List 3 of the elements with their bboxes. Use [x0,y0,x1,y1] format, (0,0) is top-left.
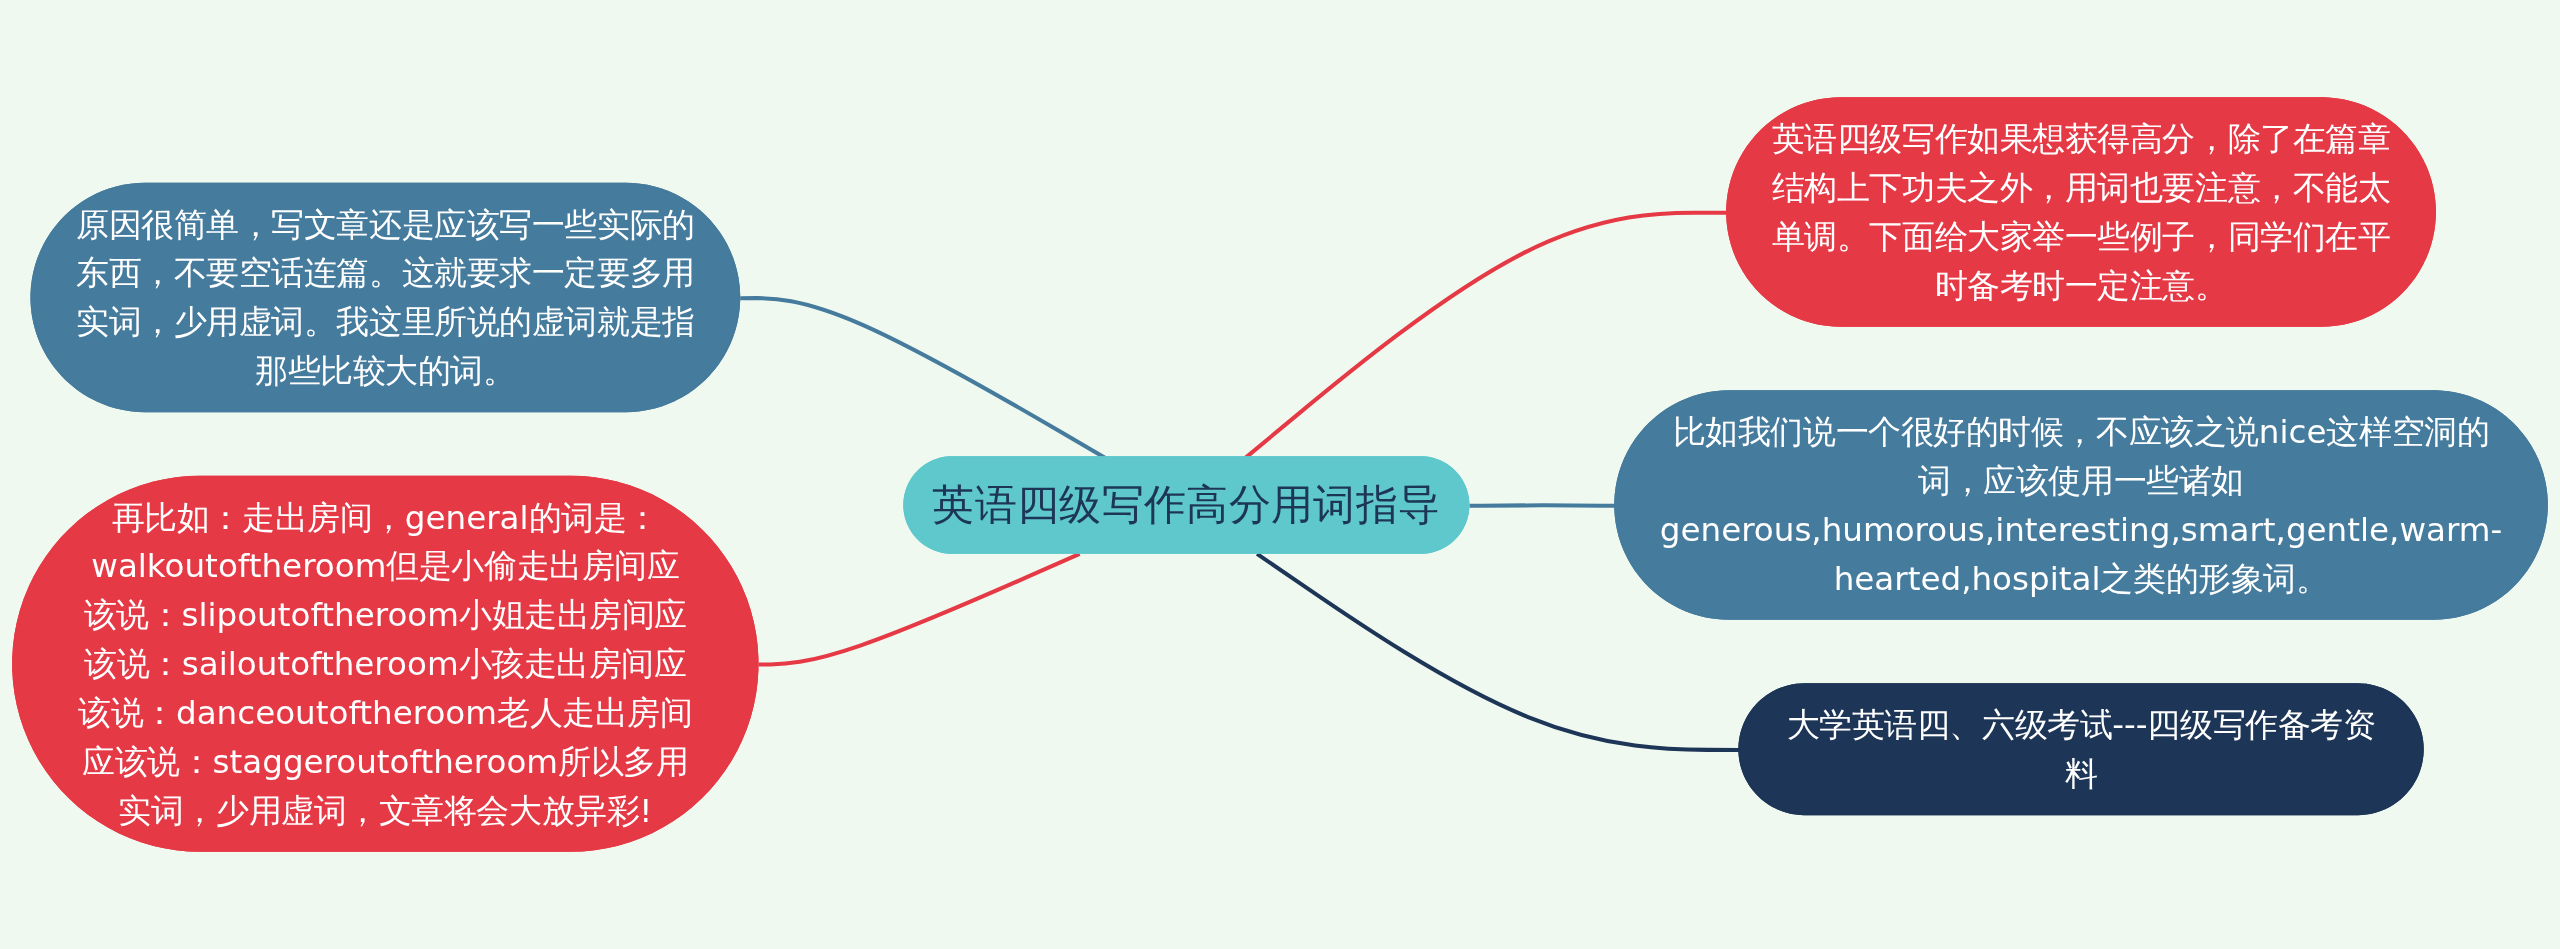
connector [1469,503,1616,508]
connector [1255,552,1740,753]
connector [758,552,1081,667]
